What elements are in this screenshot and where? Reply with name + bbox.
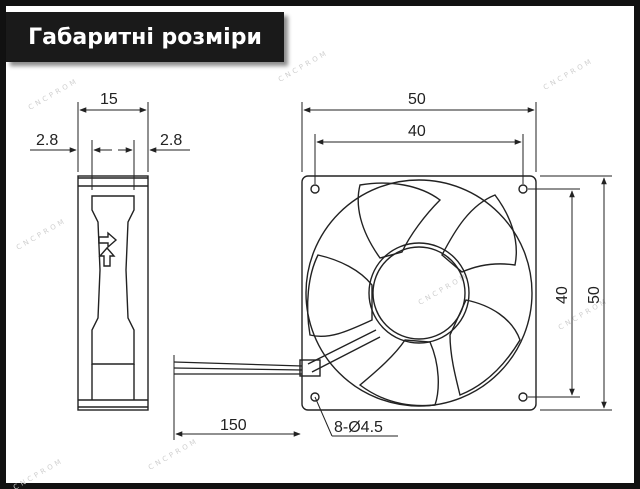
fan-hub <box>368 242 470 344</box>
watermark-layer: CNCPROM CNCPROM CNCPROM CNCPROM CNCPROM … <box>12 48 610 489</box>
dim-label-outer-height: 50 <box>586 286 603 304</box>
watermark-text: CNCPROM <box>147 436 200 471</box>
fan-shroud <box>305 179 533 407</box>
fan-blade <box>449 299 521 396</box>
mount-hole <box>518 392 528 402</box>
airflow-arrow-icon <box>98 231 118 249</box>
rotation-arrow-icon <box>98 246 116 267</box>
title-bar: Габаритні розміри <box>6 12 284 62</box>
leader-line <box>314 396 333 437</box>
dim-label-cable-length: 150 <box>220 417 247 434</box>
side-body <box>77 175 149 411</box>
dim-label-outer-width: 50 <box>408 91 426 108</box>
fan-blade <box>306 254 373 337</box>
side-view <box>30 102 190 411</box>
fan-blade <box>357 182 442 259</box>
watermark-text: CNCPROM <box>27 76 80 111</box>
cable-grommet <box>299 359 321 377</box>
mount-hole <box>310 184 320 194</box>
dim-label-hole-width: 40 <box>408 123 426 140</box>
watermark-text: CNCPROM <box>277 48 330 83</box>
dim-label-side-left-offset: 2.8 <box>36 132 58 149</box>
fan-blade <box>358 339 439 407</box>
cable-wire <box>173 361 303 367</box>
dim-label-hole-height: 40 <box>554 286 571 304</box>
mount-hole <box>310 392 320 402</box>
cable <box>173 355 303 440</box>
fan-strut <box>311 336 381 373</box>
fan-frame <box>301 175 537 411</box>
fan-blade <box>441 194 517 273</box>
cable-wire <box>173 367 303 371</box>
dim-label-mount-holes: 8-Ø4.5 <box>334 419 383 436</box>
dim-label-side-width: 15 <box>100 91 118 108</box>
fan-strut <box>307 329 377 365</box>
dim-label-side-right-offset: 2.8 <box>160 132 182 149</box>
watermark-text: CNCPROM <box>12 456 65 489</box>
page-title: Габаритні розміри <box>28 24 262 50</box>
side-hub-profile <box>91 195 135 365</box>
mount-hole <box>518 184 528 194</box>
watermark-text: CNCPROM <box>15 216 68 251</box>
front-view <box>299 102 612 437</box>
fan-hub-inner <box>372 246 466 340</box>
watermark-text: CNCPROM <box>542 56 595 91</box>
